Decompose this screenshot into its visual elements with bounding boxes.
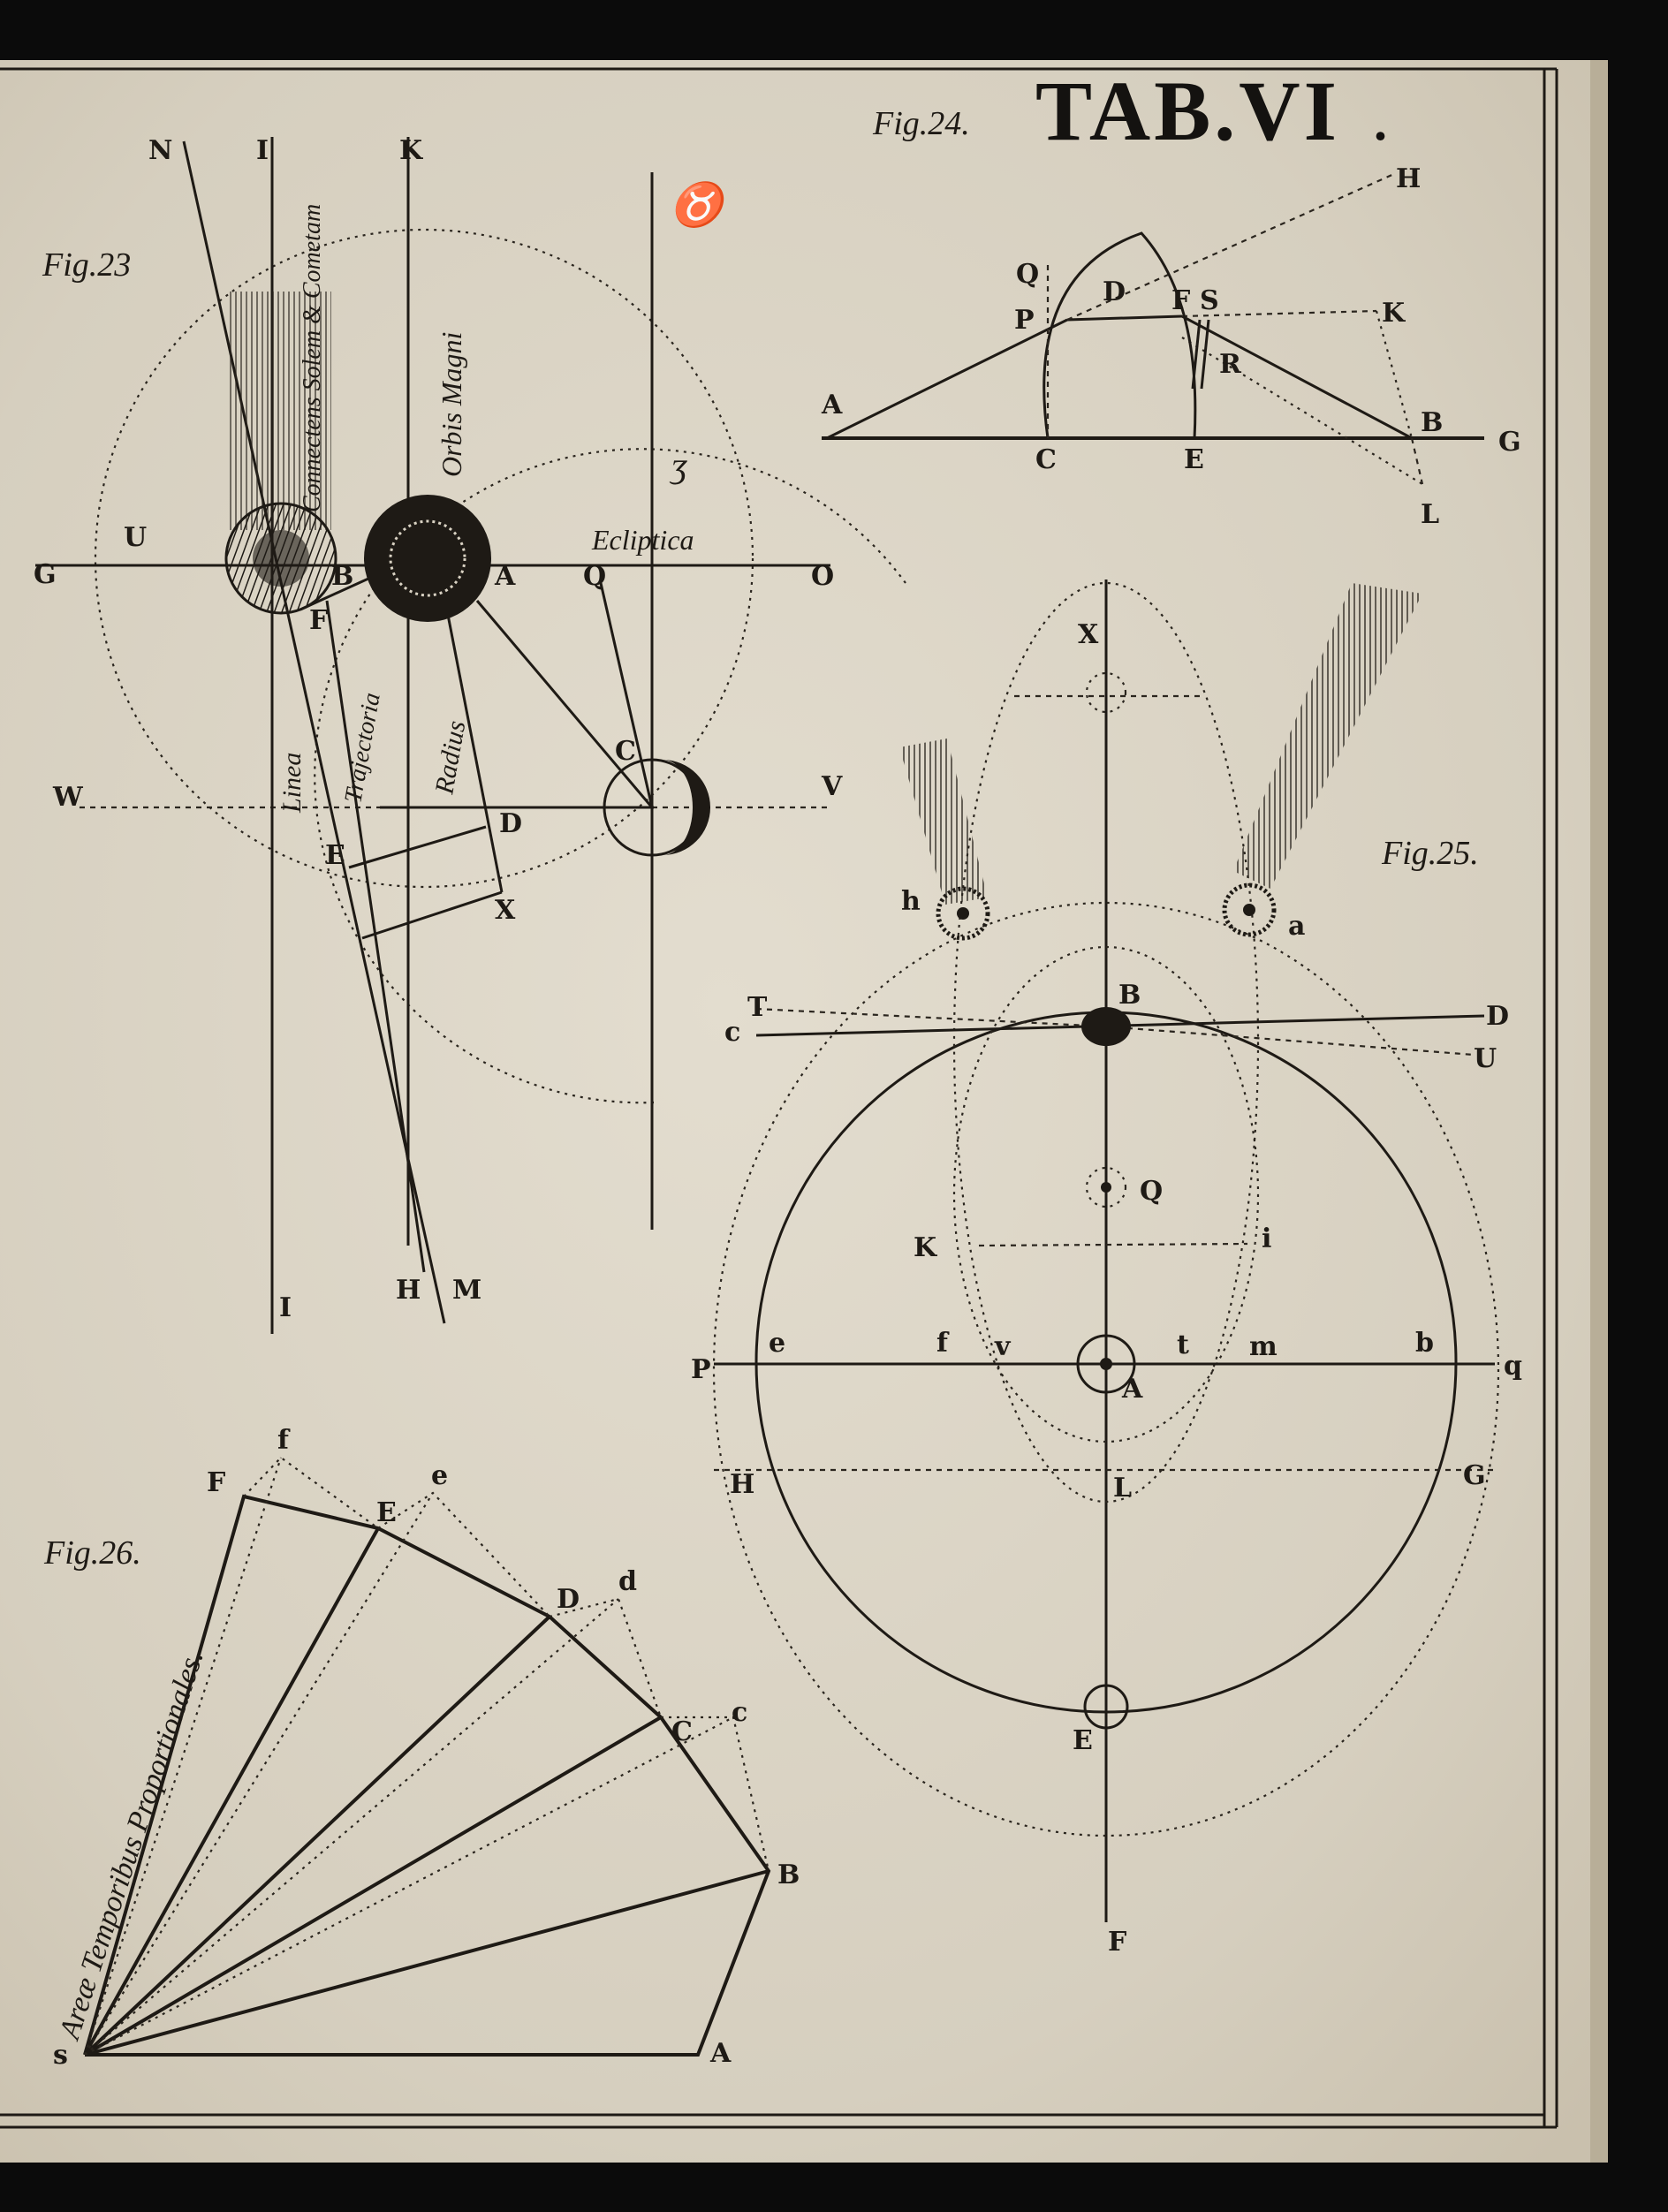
fig23-word-orbis: Orbis Magni <box>436 332 467 477</box>
point-label: R <box>1219 349 1242 380</box>
fig23-word-connectens: Connectens Solem & Cometam <box>299 204 326 512</box>
point-label: X <box>1078 619 1099 650</box>
point-label: C <box>671 1716 693 1747</box>
point-label: D <box>499 808 522 839</box>
point-label: I <box>279 1292 292 1323</box>
fig23-traj <box>325 600 426 1273</box>
italic-label: ♉ <box>670 180 730 229</box>
plate-border <box>0 67 1558 2129</box>
point-label: H <box>1396 163 1421 194</box>
fig23-sun <box>364 495 491 622</box>
point-label: B <box>1118 980 1141 1011</box>
point-label: A <box>821 390 843 420</box>
fig26-label: Fig.26. <box>43 1534 141 1572</box>
point-label: E <box>325 840 345 871</box>
point-label: L <box>1113 1473 1132 1504</box>
point-label: E <box>1073 1725 1093 1756</box>
point-label: f <box>936 1328 950 1359</box>
point-label: F <box>1171 285 1190 316</box>
point-label: W <box>52 782 84 813</box>
point-label: D <box>1103 276 1126 307</box>
italic-label: ʒ <box>669 445 687 485</box>
point-label: B <box>331 561 353 592</box>
point-label: b <box>1415 1328 1434 1359</box>
point-label: v <box>994 1331 1012 1362</box>
point-label: F <box>207 1467 225 1498</box>
point-label: P <box>691 1354 711 1385</box>
point-label: K <box>1382 298 1406 329</box>
point-label: A <box>494 561 516 592</box>
point-label: A <box>709 2038 732 2069</box>
point-label: a <box>1288 911 1305 942</box>
point-label: H <box>730 1469 754 1500</box>
point-label: G <box>1463 1460 1486 1491</box>
point-label: D <box>557 1584 580 1615</box>
point-label: K <box>399 135 423 166</box>
point-label: m <box>1249 1331 1278 1362</box>
point-label: e <box>431 1460 448 1491</box>
fig24-label: Fig.24. <box>872 105 970 142</box>
fig23-orbit-arc <box>314 448 906 1104</box>
fig25-comet-a <box>1222 583 1422 937</box>
point-label: f <box>277 1425 291 1456</box>
point-label: h <box>901 886 921 917</box>
plate-title: TAB.VI <box>1035 64 1340 158</box>
fig23-orbit-circle <box>94 228 754 889</box>
point-label: Q <box>583 561 606 592</box>
point-label: N <box>148 135 172 166</box>
point-label: I <box>256 135 269 166</box>
point-label: E <box>1184 444 1204 475</box>
point-label: U <box>124 522 147 553</box>
point-label: C <box>615 736 636 767</box>
point-label: A <box>1121 1374 1143 1405</box>
point-label: B <box>777 1860 800 1890</box>
figure-23: Fig.23 N I <box>34 135 906 1334</box>
point-label: G <box>34 559 57 590</box>
point-label: F <box>1108 1927 1126 1958</box>
point-label: d <box>618 1566 637 1597</box>
point-label: F <box>309 605 328 636</box>
point-label: X <box>495 895 516 926</box>
fig23-label: Fig.23 <box>42 246 131 284</box>
fig25-sun <box>1081 1007 1131 1046</box>
fig23-word-ecliptica: Ecliptica <box>591 524 694 556</box>
point-label: P <box>1014 305 1035 336</box>
fig23-line-N-M <box>182 140 446 1324</box>
point-label: H <box>396 1275 421 1306</box>
plate-title-period: . <box>1374 93 1391 151</box>
point-label: e <box>769 1328 785 1359</box>
point-label: Q <box>1140 1176 1163 1207</box>
fig25-comet-h <box>899 739 990 941</box>
fig23-word-linea: Linea <box>277 753 307 814</box>
point-label: G <box>1498 427 1521 458</box>
point-label: B <box>1421 407 1443 438</box>
point-label: q <box>1504 1351 1522 1382</box>
figure-25: Fig.25. X h a B <box>691 580 1522 1958</box>
point-label: V <box>821 771 843 802</box>
point-label: S <box>1200 285 1219 316</box>
point-label: t <box>1177 1329 1189 1360</box>
point-label: U <box>1474 1043 1497 1074</box>
point-label: K <box>914 1232 937 1263</box>
point-label: i <box>1262 1223 1271 1254</box>
point-label: D <box>1486 1001 1509 1032</box>
figure-24: Fig.24. H Q D F S K P R A C E B G L <box>821 105 1521 530</box>
point-label: s <box>53 2040 68 2071</box>
point-label: c <box>724 1017 740 1048</box>
point-label: O <box>811 561 834 592</box>
point-label: Q <box>1016 259 1039 290</box>
point-label: C <box>1035 444 1057 475</box>
point-label: E <box>376 1497 397 1528</box>
point-label: c <box>732 1697 747 1728</box>
point-label: L <box>1421 499 1439 530</box>
fig25-label: Fig.25. <box>1381 835 1479 872</box>
point-label: M <box>452 1275 481 1306</box>
point-label: T <box>747 992 768 1023</box>
